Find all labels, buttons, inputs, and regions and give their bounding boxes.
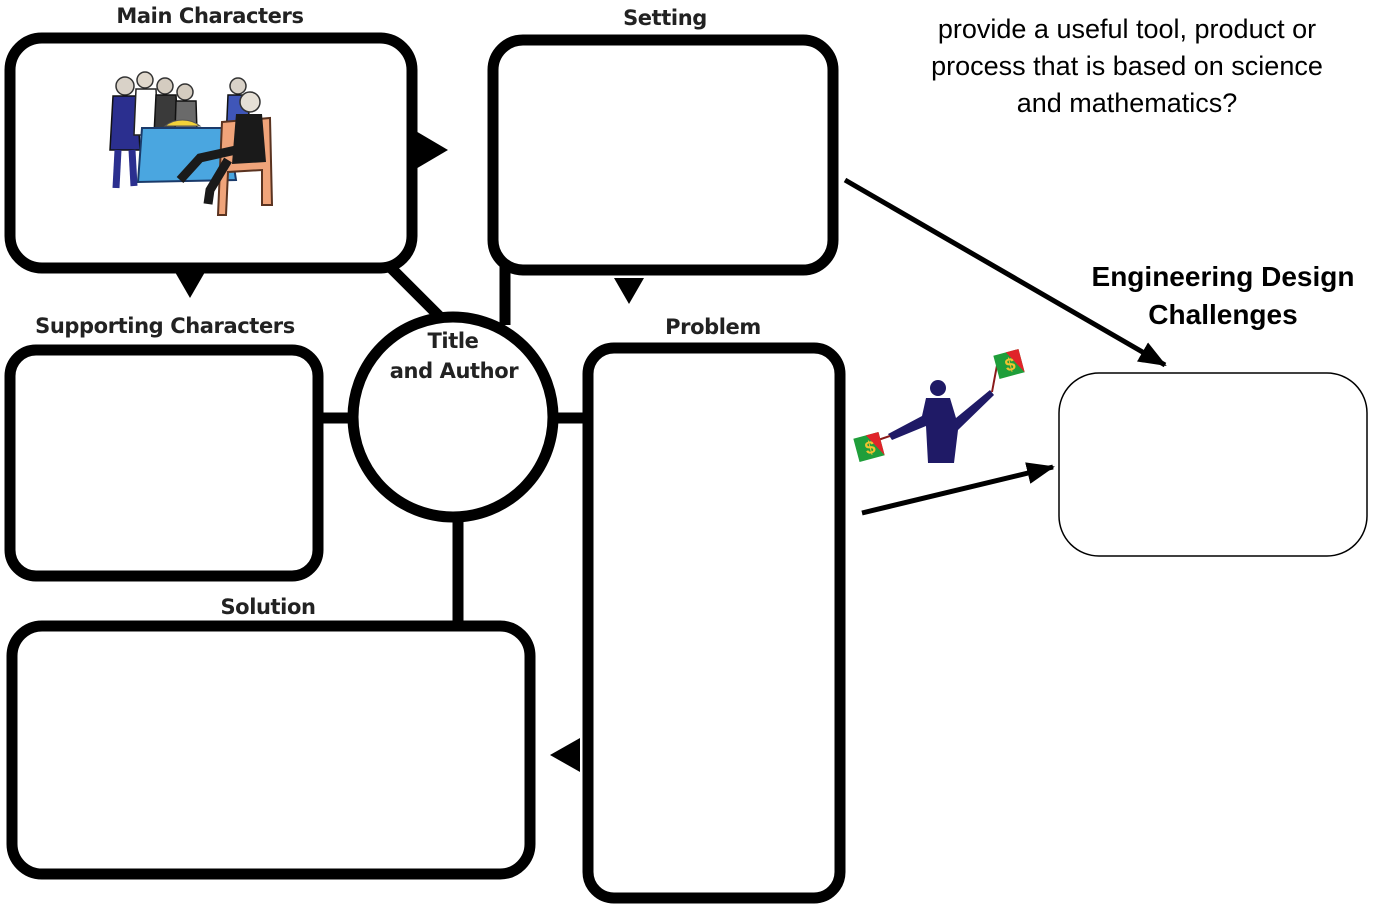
author-label: and Author	[390, 359, 519, 383]
setting-label: Setting	[623, 6, 707, 30]
question-text-block: provide a useful tool, product or proces…	[931, 14, 1323, 118]
organizer-connectors	[318, 258, 588, 625]
title-label: Title	[427, 329, 478, 353]
right-flag-symbol: $	[1003, 354, 1018, 376]
engineering-challenges-box	[1058, 372, 1368, 557]
solution-label: Solution	[220, 595, 315, 619]
setting-to-challenges-arrow	[843, 177, 1167, 368]
setting-box	[487, 34, 839, 304]
left-flag-symbol: $	[863, 437, 878, 459]
people-at-table-icon	[109, 71, 274, 216]
person-with-flags-icon: $ $	[853, 349, 1025, 463]
question-line-3: and mathematics?	[1017, 88, 1238, 118]
title-author-circle: Title and Author	[347, 311, 559, 523]
question-line-2: process that is based on science	[931, 51, 1323, 81]
supporting-characters-label: Supporting Characters	[35, 314, 295, 338]
solution-box	[6, 620, 536, 880]
problem-label: Problem	[665, 315, 761, 339]
main-characters-label: Main Characters	[116, 4, 303, 28]
engineering-heading-line-1: Engineering Design	[1092, 261, 1355, 292]
engineering-heading-line-2: Challenges	[1148, 299, 1297, 330]
supporting-characters-box	[4, 344, 324, 582]
problem-to-challenges-arrow	[861, 462, 1055, 516]
question-line-1: provide a useful tool, product or	[938, 14, 1316, 44]
problem-box	[550, 342, 846, 904]
